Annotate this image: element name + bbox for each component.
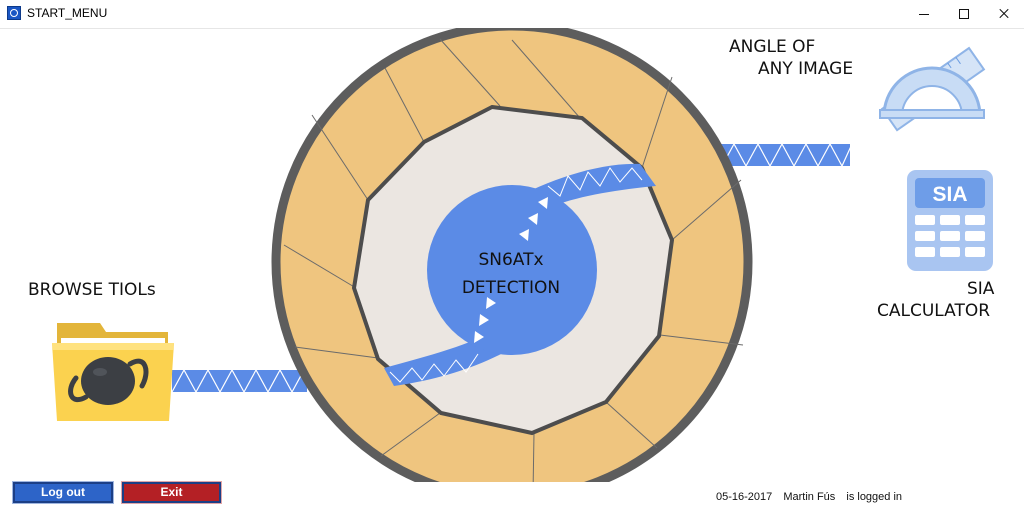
status-user: Martin Fús	[783, 491, 836, 503]
angle-label-line2[interactable]: ANY IMAGE	[758, 59, 854, 79]
protractor-icon[interactable]	[879, 46, 986, 132]
exit-button[interactable]: Exit	[121, 481, 222, 504]
calculator-icon[interactable]: SIA	[907, 170, 993, 271]
angle-connector	[720, 142, 853, 168]
folder-iol-icon[interactable]	[52, 323, 174, 421]
browse-tiols-label[interactable]: BROWSE TIOLs	[28, 280, 156, 300]
status-bar: 05-16-2017 Martin Fús is logged in	[716, 491, 910, 503]
browse-connector	[171, 368, 307, 394]
detection-label[interactable]: SN6ATx DETECTION	[430, 246, 592, 302]
aperture-dial[interactable]	[271, 28, 753, 482]
sia-label-line1[interactable]: SIA	[967, 279, 995, 299]
minimize-button[interactable]	[904, 0, 944, 28]
angle-label-line1[interactable]: ANGLE OF	[729, 37, 816, 57]
app-icon	[7, 6, 21, 20]
detection-label-line2: DETECTION	[461, 278, 561, 298]
status-suffix: is logged in	[846, 491, 903, 503]
main-graphic: SIA	[52, 28, 993, 482]
calculator-display-text: SIA	[932, 183, 967, 206]
detection-label-line1: SN6ATx	[478, 250, 544, 270]
sia-label-line2[interactable]: CALCULATOR	[877, 301, 991, 321]
close-button[interactable]	[984, 0, 1024, 28]
maximize-button[interactable]	[944, 0, 984, 28]
title-bar: START_MENU	[0, 0, 1024, 29]
status-date: 05-16-2017	[716, 491, 773, 503]
window-title: START_MENU	[27, 6, 108, 20]
logout-button[interactable]: Log out	[12, 481, 114, 504]
